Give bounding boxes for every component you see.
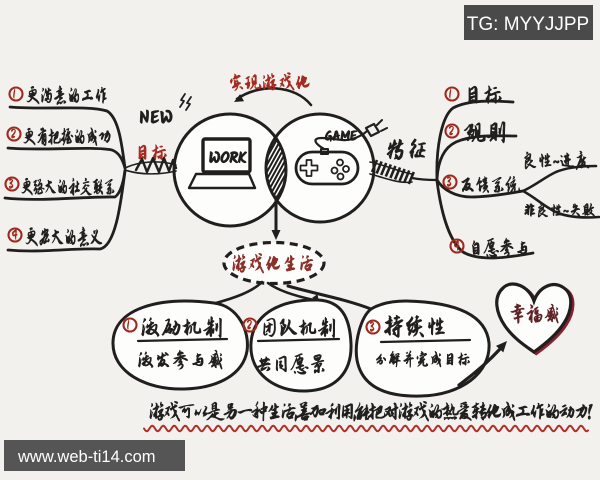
svg-text:www.web-ti14.com: www.web-ti14.com (17, 448, 156, 466)
svg-text:TG: MYYJJPP: TG: MYYJJPP (467, 14, 589, 35)
